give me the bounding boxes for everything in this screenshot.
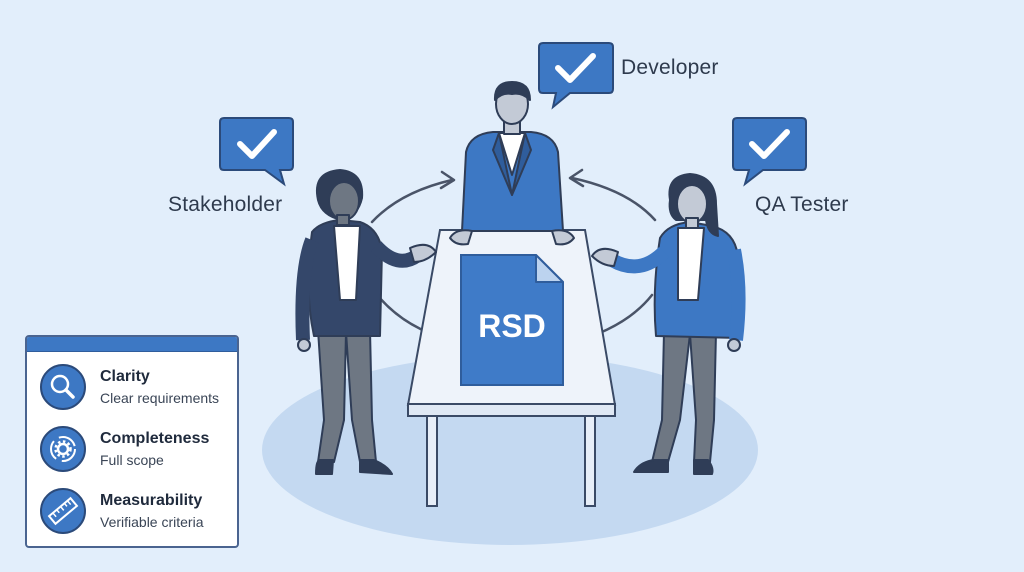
legend-desc: Clear requirements bbox=[100, 390, 220, 406]
legend-title: Completeness bbox=[100, 430, 210, 447]
legend-desc: Full scope bbox=[100, 452, 164, 468]
developer-check-bubble bbox=[538, 42, 614, 110]
legend-item-completeness: Completeness Full scope bbox=[39, 425, 237, 477]
stakeholder-check-bubble bbox=[219, 117, 294, 187]
check-icon bbox=[749, 129, 790, 159]
criteria-legend: Clarity Clear requirements Completeness … bbox=[25, 335, 239, 548]
stakeholder-figure bbox=[295, 169, 437, 475]
qa-tester-check-bubble bbox=[732, 117, 807, 187]
legend-header-bar bbox=[27, 337, 237, 352]
rsd-label: RSD bbox=[478, 308, 546, 344]
legend-title: Clarity bbox=[100, 368, 150, 385]
legend-item-measurability: Measurability Verifiable criteria bbox=[39, 487, 237, 539]
gear-cycle-icon bbox=[40, 426, 86, 472]
rsd-document: RSD bbox=[460, 254, 564, 386]
ruler-icon bbox=[40, 488, 86, 534]
developer-figure bbox=[449, 81, 575, 246]
magnifier-icon bbox=[40, 364, 86, 410]
qa-tester-figure bbox=[591, 173, 746, 475]
stakeholder-label: Stakeholder bbox=[168, 193, 283, 216]
legend-title: Measurability bbox=[100, 492, 203, 509]
developer-label: Developer bbox=[621, 56, 719, 79]
legend-desc: Verifiable criteria bbox=[100, 514, 204, 530]
check-icon bbox=[555, 53, 596, 83]
floor-shadow bbox=[262, 355, 758, 545]
qa-tester-label: QA Tester bbox=[755, 193, 849, 216]
check-icon bbox=[237, 129, 277, 159]
legend-item-clarity: Clarity Clear requirements bbox=[39, 363, 237, 415]
